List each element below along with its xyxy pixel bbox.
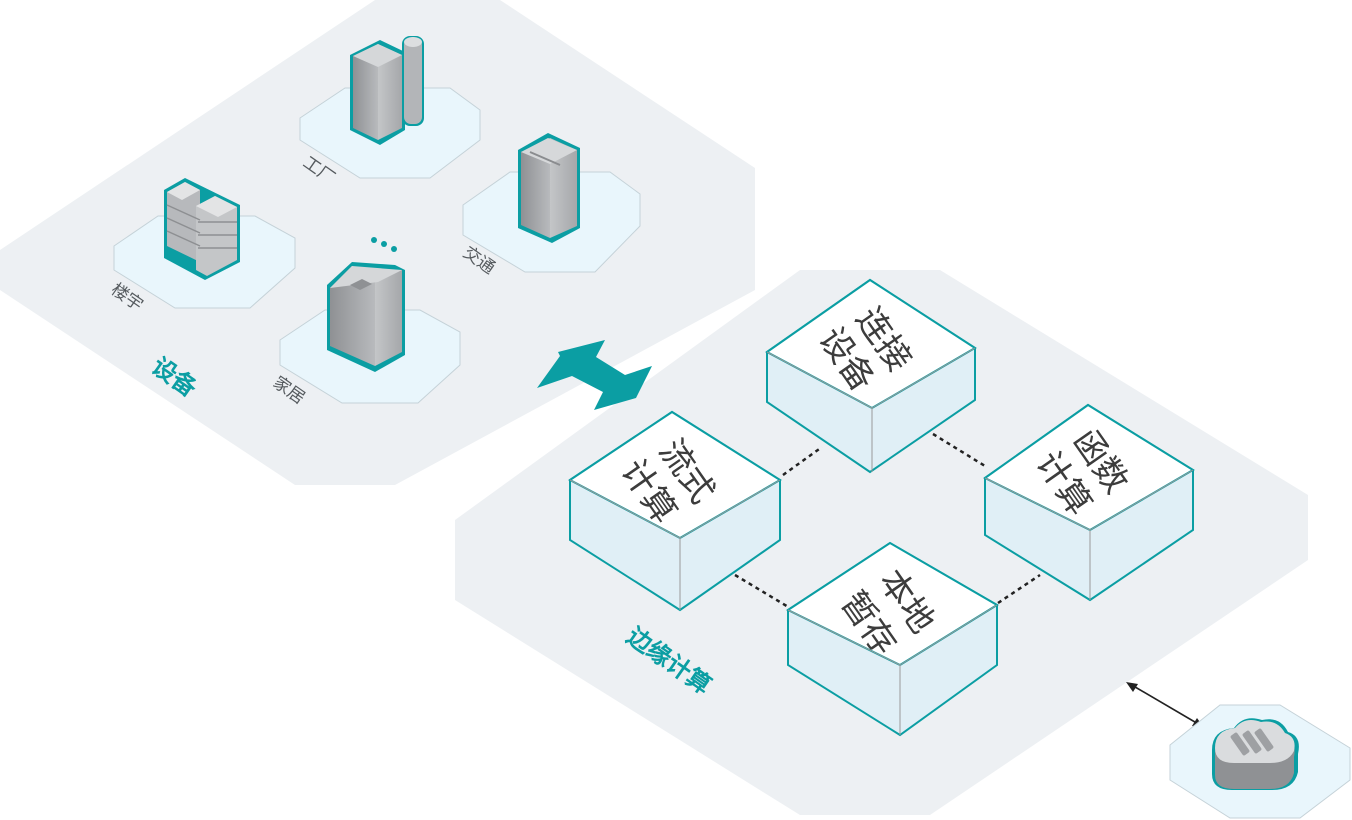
factory-building-icon <box>350 36 424 145</box>
module-links <box>734 432 1041 610</box>
module-stream-computing[interactable]: 流式 计算 <box>568 410 782 612</box>
transport-building-icon <box>518 133 580 243</box>
module-local-storage[interactable]: 本地 暂存 <box>785 541 999 737</box>
module-function-computing[interactable]: 函数 计算 <box>983 403 1195 602</box>
edge-zone-panel <box>455 270 1308 815</box>
office-building-icon <box>164 178 240 280</box>
bidirectional-arrow-icon[interactable] <box>537 340 652 410</box>
home-building-icon <box>327 262 405 372</box>
cloud-link-arrow-icon <box>1126 682 1204 728</box>
cloud-server-icon[interactable] <box>1212 718 1299 790</box>
more-devices-ellipsis <box>371 237 397 252</box>
module-connect-devices[interactable]: 连接 设备 <box>765 278 977 474</box>
